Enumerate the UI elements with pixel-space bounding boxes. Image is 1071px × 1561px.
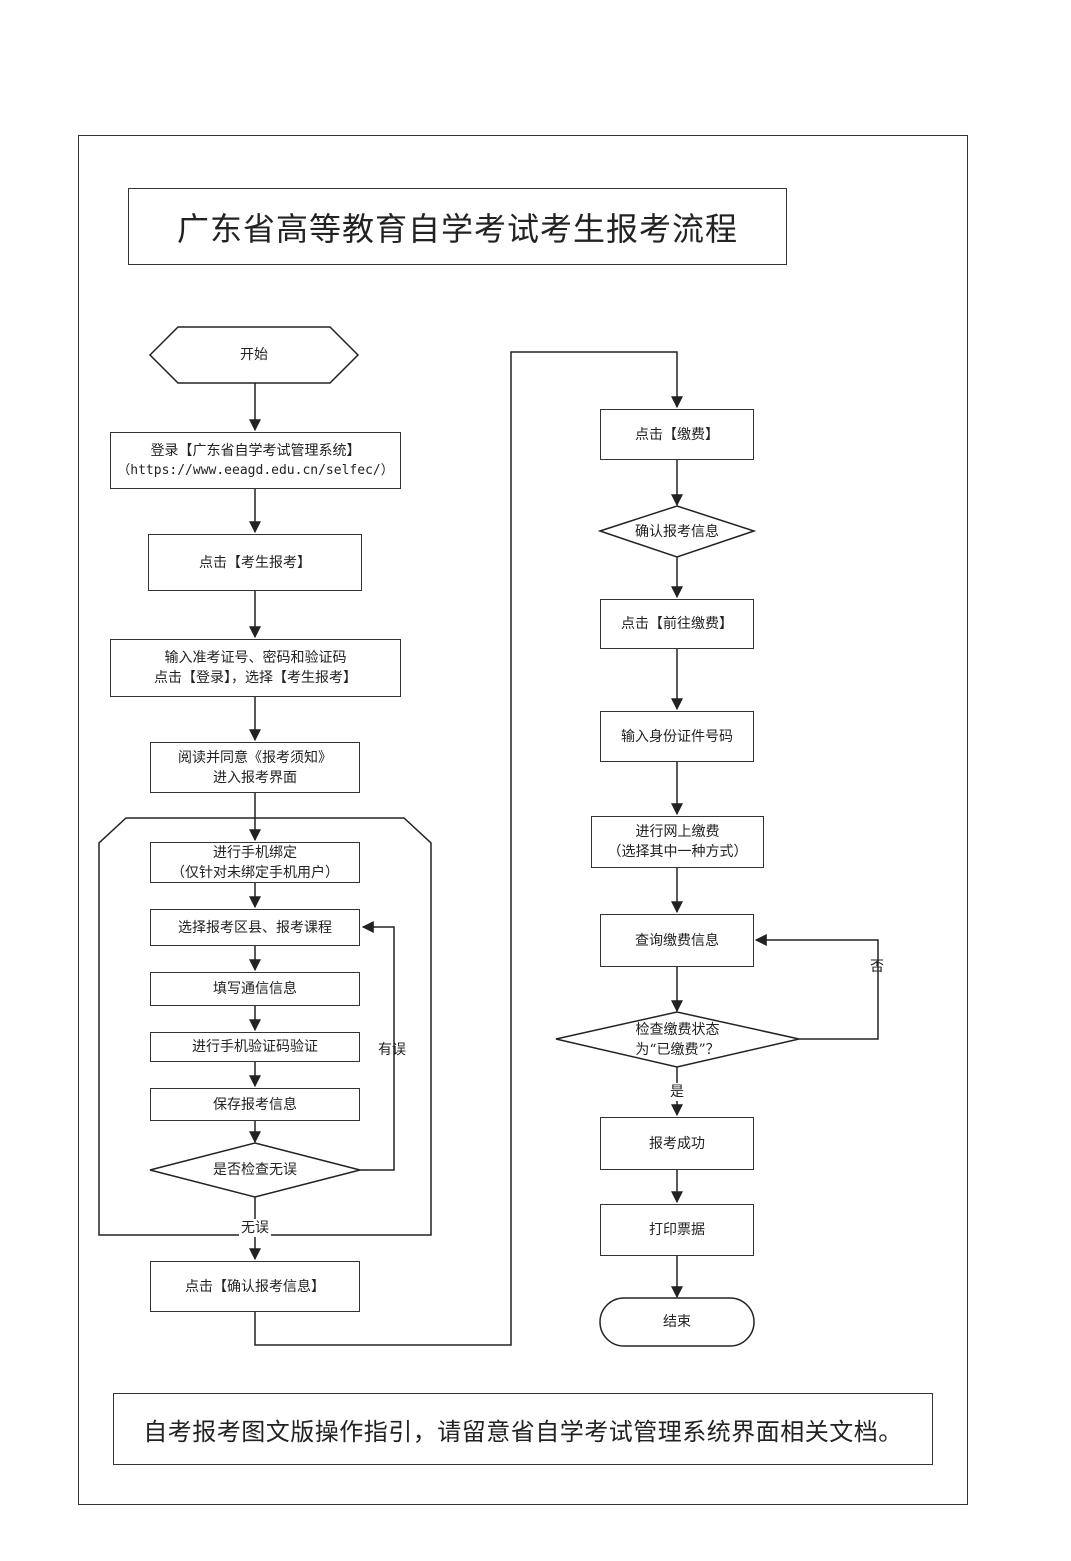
start-label: 开始 [240,347,268,363]
print-receipt-step: 打印票据 [600,1204,754,1256]
click-pay-label: 点击【缴费】 [635,426,719,443]
fill-contact-label: 填写通信信息 [213,981,297,997]
click-register-step: 点击【考生报考】 [148,534,362,591]
confirm-register-step: 点击【确认报考信息】 [150,1261,360,1312]
input-credentials-line2: 点击【登录】，选择【考生报考】 [154,670,357,686]
read-notice-line2: 进入报考界面 [213,769,297,786]
click-register-label: 点击【考生报考】 [199,554,311,571]
payment-status-line2: 为“已缴费”？ [635,1041,720,1058]
input-id-step: 输入身份证件号码 [600,711,754,762]
choose-course-label: 选择报考区县、报考课程 [178,919,332,936]
print-receipt-label: 打印票据 [649,1222,705,1238]
input-credentials-line1: 输入准考证号、密码和验证码 [164,650,347,666]
login-step: 登录【广东省自学考试管理系统】 （https://www.eeagd.edu.c… [110,432,401,489]
confirm-info-label: 确认报考信息 [635,523,719,540]
sms-verify-step: 进行手机验证码验证 [150,1032,360,1062]
yes-label: 是 [670,1083,684,1101]
has-error-label: 有误 [378,1042,406,1058]
online-pay-step: 进行网上缴费 （选择其中一种方式） [591,816,764,868]
no-error-label: 无误 [239,1219,271,1237]
read-notice-line1: 阅读并同意《报考须知》 [178,749,332,766]
register-success-label: 报考成功 [649,1135,705,1152]
end-node: 结束 [600,1298,754,1346]
confirm-info-decision-shape [597,505,757,558]
footer-note: 自考报考图文版操作指引，请留意省自学考试管理系统界面相关文档。 [113,1393,933,1465]
save-info-step: 保存报考信息 [150,1088,360,1121]
login-step-line1: 登录【广东省自学考试管理系统】 [150,442,361,459]
phone-binding-step: 进行手机绑定 （仅针对未绑定手机用户） [150,842,360,883]
register-success-step: 报考成功 [600,1117,754,1170]
fill-contact-step: 填写通信信息 [150,972,360,1006]
check-decision-label: 是否检查无误 [213,1162,297,1178]
goto-pay-step: 点击【前往缴费】 [600,599,754,649]
payment-status-decision: 检查缴费状态 为“已缴费”？ [556,1012,799,1067]
page-frame [78,135,968,1505]
save-info-label: 保存报考信息 [213,1096,297,1113]
check-decision: 是否检查无误 [150,1143,360,1197]
online-pay-line1: 进行网上缴费 [635,824,720,840]
no-label: 否 [870,959,884,975]
input-id-label: 输入身份证件号码 [621,728,733,745]
login-step-url: （https://www.eeagd.edu.cn/selfec/） [117,462,394,478]
read-notice-step: 阅读并同意《报考须知》 进入报考界面 [150,742,360,793]
registration-group-outline [98,817,432,1236]
click-pay-step: 点击【缴费】 [600,409,754,460]
page-title: 广东省高等教育自学考试考生报考流程 [128,188,787,265]
query-payment-label: 查询缴费信息 [635,932,719,949]
choose-course-step: 选择报考区县、报考课程 [150,909,360,946]
phone-binding-line2: （仅针对未绑定手机用户） [171,864,339,881]
payment-status-line1: 检查缴费状态 [635,1021,720,1038]
end-label: 结束 [663,1314,691,1330]
start-node: 开始 [150,327,358,383]
query-payment-step: 查询缴费信息 [600,914,754,967]
start-node-shape [148,326,360,384]
confirm-info-decision: 确认报考信息 [600,506,754,557]
confirm-register-label: 点击【确认报考信息】 [185,1278,325,1295]
sms-verify-label: 进行手机验证码验证 [192,1039,318,1055]
phone-binding-line1: 进行手机绑定 [213,844,297,861]
goto-pay-label: 点击【前往缴费】 [621,616,733,632]
online-pay-line2: （选择其中一种方式） [607,844,748,860]
input-credentials-step: 输入准考证号、密码和验证码 点击【登录】，选择【考生报考】 [110,639,401,697]
